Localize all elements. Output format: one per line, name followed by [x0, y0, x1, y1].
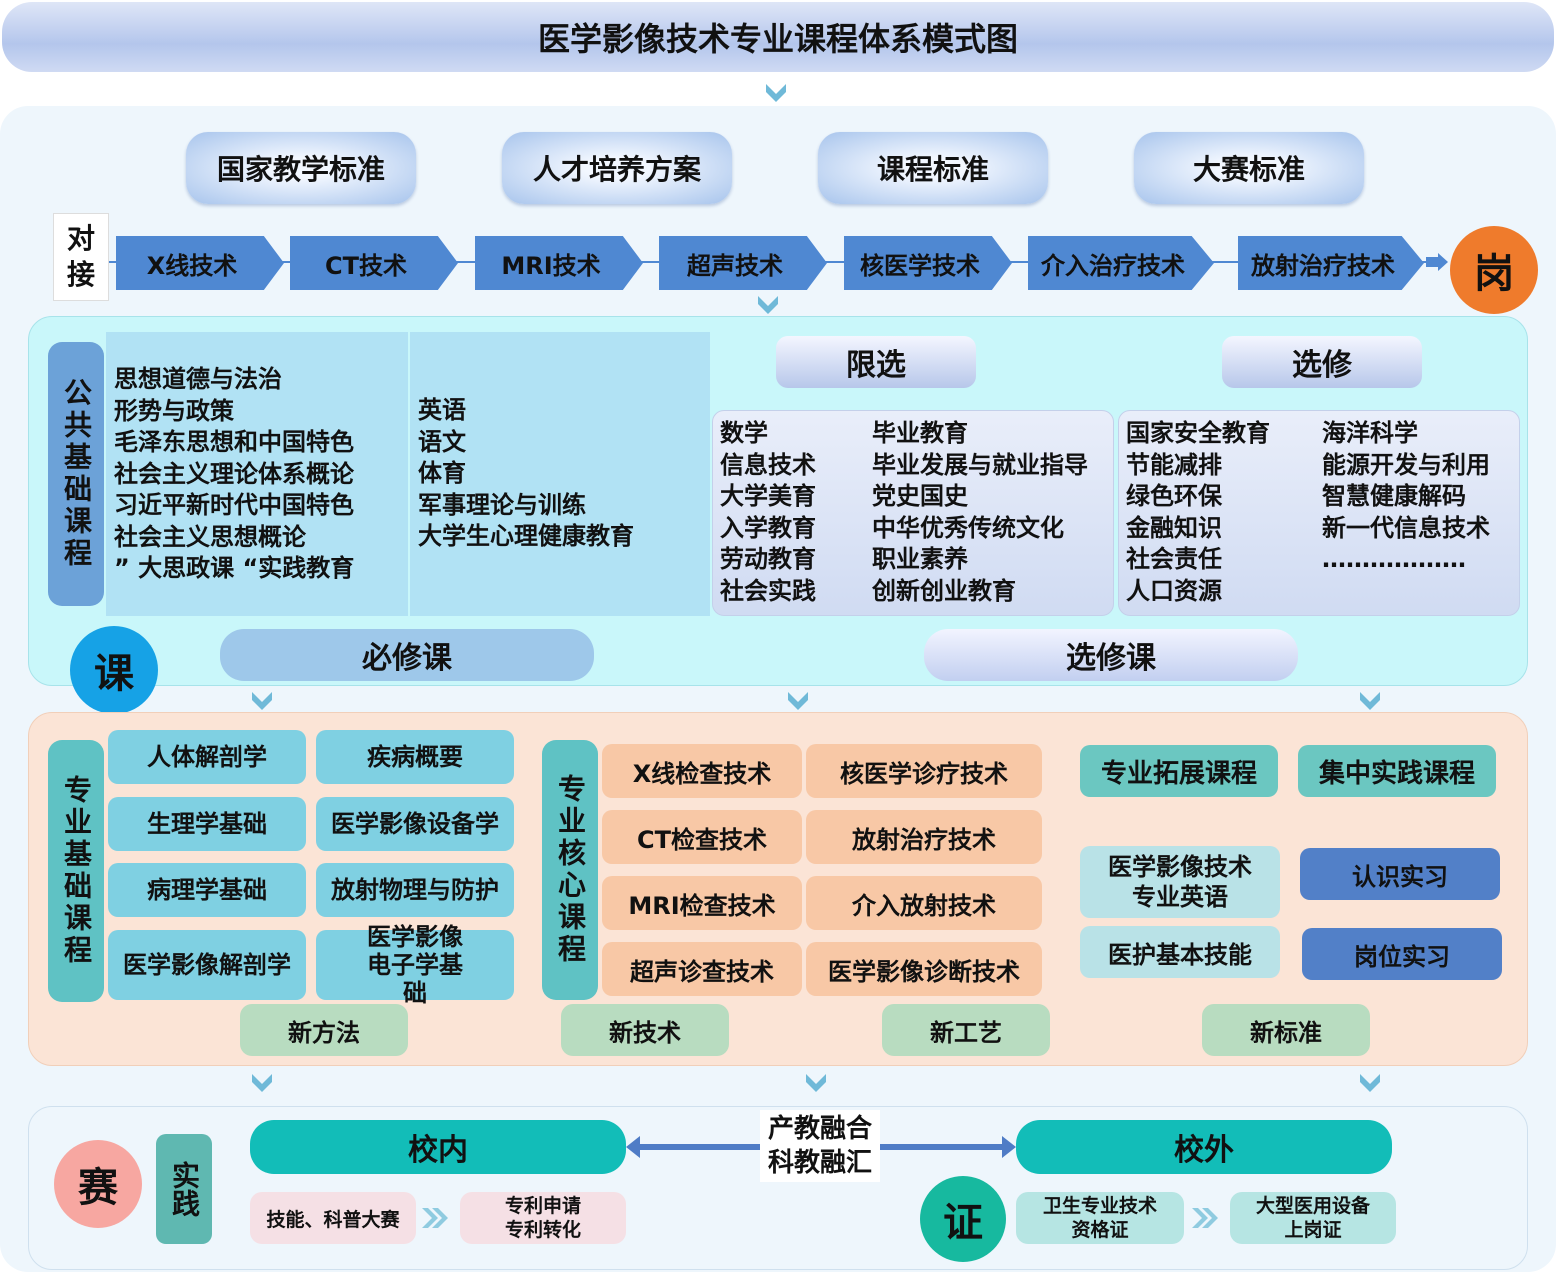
- outside-pill: 校外: [1016, 1120, 1392, 1174]
- elective-pill: 选修课: [924, 629, 1298, 681]
- dock-label: 对接: [53, 213, 109, 301]
- dock-char: 接: [66, 258, 95, 291]
- standard-pill: 课程标准: [818, 132, 1048, 204]
- double-chevron-right-icon: [422, 1208, 448, 1228]
- pro-core-label: 专业核心课程: [542, 740, 598, 1000]
- pro-base-course: 疾病概要: [316, 730, 514, 784]
- required-pill: 必修课: [220, 629, 594, 681]
- tech-step: 核医学技术: [844, 236, 1012, 290]
- chevron-down-icon: [252, 1074, 272, 1092]
- public-base-list: 思想道德与法治 形势与政策 毛泽东思想和中国特色 社会主义理论体系概论 习近平新…: [114, 365, 355, 582]
- new-item: 新标准: [1202, 1004, 1370, 1056]
- practice-header: 集中实践课程: [1298, 745, 1496, 797]
- public-base-label: 公共基础课程: [48, 342, 104, 606]
- inside-pill: 校内: [250, 1120, 626, 1174]
- pro-base-course: 医学影像设备学: [316, 797, 514, 851]
- tech-step: 放射治疗技术: [1238, 236, 1424, 290]
- pro-core-course: 介入放射技术: [806, 876, 1042, 930]
- tech-step: CT技术: [290, 236, 458, 290]
- practice-course: 认识实习: [1300, 848, 1500, 900]
- standard-pill: 人才培养方案: [502, 132, 732, 204]
- inside-item: 技能、科普大赛: [250, 1192, 416, 1244]
- pro-core-course: X线检查技术: [602, 744, 802, 798]
- dock-char: 对: [66, 222, 95, 255]
- pro-base-course: 医学影像解剖学: [108, 930, 306, 1000]
- practice-label-text: 实践: [168, 1161, 201, 1217]
- chevron-down-icon: [252, 692, 272, 710]
- public-base-col: [410, 332, 710, 616]
- practice-course: 岗位实习: [1302, 928, 1502, 980]
- extension-header: 专业拓展课程: [1080, 745, 1278, 797]
- pro-core-course: 核医学诊疗技术: [806, 744, 1042, 798]
- outside-item: 大型医用设备 上岗证: [1230, 1192, 1396, 1244]
- limited-header: 限选: [776, 336, 976, 388]
- public-base-list: 英语 语文 体育 军事理论与训练 大学生心理健康教育: [418, 396, 634, 550]
- pro-base-course: 人体解剖学: [108, 730, 306, 784]
- integration-label: 产教融合 科教融汇: [760, 1110, 880, 1182]
- pro-base-course: 放射物理与防护: [316, 863, 514, 917]
- pro-core-course: 放射治疗技术: [806, 810, 1042, 864]
- pro-base-course: 生理学基础: [108, 797, 306, 851]
- elective-box: [1118, 410, 1520, 616]
- elective-header: 选修: [1222, 336, 1422, 388]
- elective-list: 国家安全教育 节能减排 绿色环保 金融知识 社会责任 人口资源: [1126, 419, 1270, 605]
- competition-circle: 赛: [54, 1140, 142, 1228]
- page-title: 医学影像技术专业课程体系模式图: [2, 2, 1554, 72]
- pro-core-course: MRI检查技术: [602, 876, 802, 930]
- practice-label: 实践: [156, 1134, 212, 1244]
- pro-core-course: 超声诊查技术: [602, 942, 802, 996]
- extension-course: 医学影像技术专业英语: [1080, 846, 1280, 918]
- elective-list: 海洋科学 能源开发与利用 智慧健康解码 新一代信息技术 ………………: [1322, 419, 1490, 573]
- chevron-down-icon: [758, 296, 778, 314]
- inside-item: 专利申请 专利转化: [460, 1192, 626, 1244]
- chevron-down-icon: [806, 1074, 826, 1092]
- pro-core-course: CT检查技术: [602, 810, 802, 864]
- new-item: 新技术: [561, 1004, 729, 1056]
- chevron-down-icon: [1360, 692, 1380, 710]
- public-base-label-text: 公共基础课程: [60, 378, 93, 570]
- pro-base-course: 病理学基础: [108, 863, 306, 917]
- certificate-circle: 证: [920, 1176, 1006, 1262]
- standard-pill: 国家教学标准: [186, 132, 416, 204]
- double-chevron-right-icon: [1192, 1208, 1218, 1228]
- arrow-right-icon: [1426, 253, 1448, 271]
- extension-course: 医护基本技能: [1080, 926, 1280, 978]
- pro-base-course: 医学影像电子学基础: [316, 923, 514, 1007]
- standard-pill: 大赛标准: [1134, 132, 1364, 204]
- tech-step: 介入治疗技术: [1028, 236, 1214, 290]
- limited-list: 毕业教育 毕业发展与就业指导 党史国史 中华优秀传统文化 职业素养 创新创业教育: [872, 419, 1088, 605]
- tech-step: MRI技术: [475, 236, 643, 290]
- tech-step: 超声技术: [659, 236, 827, 290]
- limited-box: [712, 410, 1114, 616]
- pro-base-label: 专业基础课程: [48, 740, 104, 1002]
- pro-core-label-text: 专业核心课程: [554, 774, 587, 966]
- chevron-down-icon: [766, 84, 786, 102]
- new-item: 新工艺: [882, 1004, 1050, 1056]
- public-base-col: [106, 332, 408, 616]
- course-circle: 课: [70, 626, 158, 714]
- tech-step: X线技术: [116, 236, 284, 290]
- limited-list: 数学 信息技术 大学美育 入学教育 劳动教育 社会实践: [720, 419, 816, 605]
- chevron-down-icon: [788, 692, 808, 710]
- new-item: 新方法: [240, 1004, 408, 1056]
- post-circle: 岗: [1450, 226, 1538, 314]
- pro-base-label-text: 专业基础课程: [60, 775, 93, 967]
- pro-core-course: 医学影像诊断技术: [806, 942, 1042, 996]
- outside-item: 卫生专业技术 资格证: [1016, 1192, 1184, 1244]
- chevron-down-icon: [1360, 1074, 1380, 1092]
